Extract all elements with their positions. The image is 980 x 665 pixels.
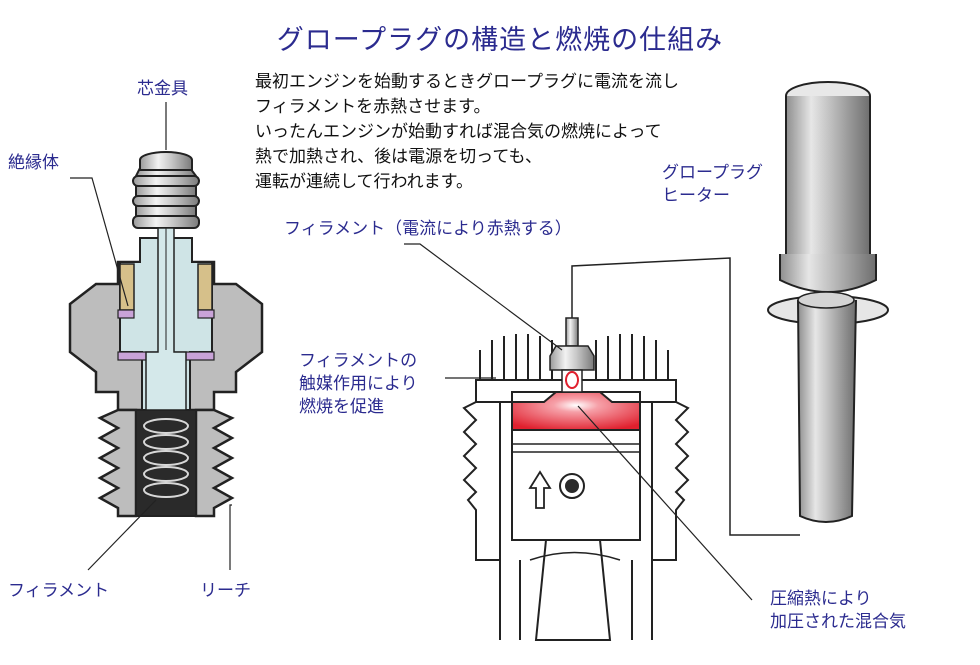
cooling-fins [479,334,669,380]
description-line: フィラメントを赤熱させます。 [255,97,491,117]
label-heater: グロープラグ ヒーター [662,162,763,208]
connecting-rod [534,539,612,641]
glow-plug-small [549,317,595,393]
label-line: 燃焼を促進 [299,397,384,417]
label-line: 触媒作用により [299,374,418,394]
label-reach: リーチ [200,581,251,601]
description-line: 運転が連続して行われます。 [255,172,473,192]
label-line: グロープラグ [662,163,763,183]
description-line: 熱で加熱され、後は電源を切っても、 [255,147,542,167]
heater-wire [571,257,800,536]
leader-compressed [577,405,753,601]
label-compressed: 圧縮熱により 加圧された混合気 [770,588,906,634]
glow-plug-cross-section [68,102,264,571]
leader-insulator [70,177,129,307]
description-line: 最初エンジンを始動するときグロープラグに電流を流し [255,72,679,92]
page-title: グロープラグの構造と燃焼の仕組み [276,25,724,56]
label-insulator: 絶縁体 [8,153,59,173]
gasket-right [197,263,213,311]
cylinder-walls [462,401,690,640]
leader-filament-heated [404,243,563,351]
label-center-electrode: 芯金具 [137,79,188,99]
plug-threads [97,408,235,518]
combustion-chamber [511,391,641,431]
engine-cross-section [404,243,800,641]
label-catalyst: フィラメントの 触媒作用により 燃焼を促進 [299,350,418,419]
label-line: フィラメントの [299,351,418,371]
glow-plug-heater [767,81,889,523]
label-filament-heated: フィラメント（電流により赤熱する） [284,219,572,239]
label-line: ヒーター [662,186,730,206]
label-filament: フィラメント [8,581,110,601]
label-line: 加圧された混合気 [770,612,906,632]
label-line: 圧縮熱により [770,589,872,609]
leader-reach [229,504,232,570]
description-text: 最初エンジンを始動するときグロープラグに電流を流し フィラメントを赤熱させます。… [255,70,775,195]
description-line: いったんエンジンが始動すれば混合気の燃焼によって [255,122,662,142]
arrow-up-icon [528,470,552,509]
leader-filament [87,499,157,571]
center-electrode [132,151,200,229]
